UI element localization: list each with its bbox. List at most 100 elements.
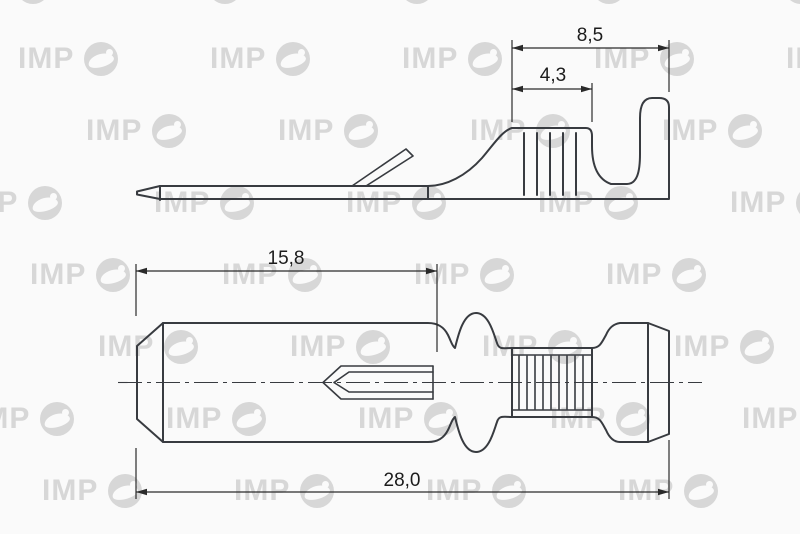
watermark-text: IMP <box>798 258 800 292</box>
imp-logo-icon <box>28 186 63 220</box>
watermark-text: IMP <box>470 114 527 147</box>
watermark-item: IMP <box>538 186 639 220</box>
imp-logo-icon <box>220 186 255 220</box>
watermark-item: IMP <box>166 402 267 436</box>
imp-logo-icon <box>784 0 800 4</box>
arrowhead <box>658 44 669 52</box>
imp-logo-icon <box>108 474 143 508</box>
side-view-outline <box>136 97 670 200</box>
arrowhead <box>426 267 437 275</box>
imp-logo-icon <box>208 0 243 4</box>
imp-logo-icon <box>84 42 119 76</box>
watermark-text: IMP <box>142 0 198 4</box>
arrowhead <box>512 85 523 93</box>
watermark-item: IMP <box>142 0 243 4</box>
watermark-text: IMP <box>538 186 595 219</box>
watermark-item: IMP <box>0 0 51 4</box>
watermark-text: IMP <box>18 42 75 75</box>
wire-crimp-serrations <box>523 132 577 196</box>
watermark-item: IMP <box>426 474 527 508</box>
imp-logo-icon <box>684 474 719 508</box>
imp-logo-icon <box>592 0 627 4</box>
watermark-item: IMP <box>414 258 515 292</box>
imp-logo-icon <box>288 258 323 292</box>
imp-logo-icon <box>480 258 515 292</box>
watermark-text: IMP <box>482 330 539 363</box>
watermark-text: IMP <box>98 330 155 363</box>
arrowhead <box>581 85 592 93</box>
imp-logo-icon <box>16 0 51 4</box>
watermark-item: IMP <box>234 474 335 508</box>
imp-logo-icon <box>40 402 75 436</box>
dim-label-crimp-total: 8,5 <box>577 25 603 46</box>
dimensions-top: 8,5 4,3 <box>511 25 670 122</box>
watermark-text: IMP <box>290 330 347 363</box>
watermark-text: IMP <box>674 330 731 363</box>
plan-view-outline <box>136 312 670 453</box>
watermark-item: IMP <box>618 474 719 508</box>
watermark-item: IMP <box>674 330 775 364</box>
watermark-item: IMP <box>742 402 800 436</box>
lance-cutout-inner <box>333 371 434 393</box>
watermark-item: IMP <box>0 402 75 436</box>
watermark-text: IMP <box>154 186 211 219</box>
watermark-item: IMP <box>798 258 800 292</box>
watermark-item: IMP <box>718 0 800 4</box>
lance-cutout-outer <box>322 365 434 400</box>
watermark-item: IMP <box>278 114 379 148</box>
watermark-item: IMP <box>98 330 199 364</box>
watermark-text: IMP <box>234 474 291 507</box>
watermark-text: IMP <box>278 114 335 147</box>
watermark-item: IMP <box>606 258 707 292</box>
watermark-item: IMP <box>18 42 119 76</box>
watermark-text: IMP <box>0 186 19 219</box>
imp-logo-icon <box>344 114 379 148</box>
imp-logo-icon <box>728 114 763 148</box>
watermark-item: IMP <box>346 186 447 220</box>
arrowhead <box>512 44 523 52</box>
watermark-item: IMP <box>402 42 503 76</box>
watermark-text: IMP <box>346 186 403 219</box>
watermark-item: IMP <box>154 186 255 220</box>
watermark-item: IMP <box>662 114 763 148</box>
watermark-text: IMP <box>402 42 459 75</box>
watermark-text: IMP <box>742 402 799 435</box>
watermark-text: IMP <box>358 402 415 435</box>
watermark-text: IMP <box>166 402 223 435</box>
dimensions-bottom: 15,8 28,0 <box>135 248 670 499</box>
imp-logo-icon <box>356 330 391 364</box>
watermark-item: IMP <box>42 474 143 508</box>
watermark-text: IMP <box>786 42 800 75</box>
imp-logo-icon <box>536 114 571 148</box>
watermark-item: IMP <box>30 258 131 292</box>
watermark-text: IMP <box>606 258 663 291</box>
arrowhead <box>136 267 147 275</box>
watermark-item: IMP <box>0 186 63 220</box>
imp-logo-icon <box>232 402 267 436</box>
arrowhead <box>658 488 669 496</box>
watermark-item: IMP <box>334 0 435 4</box>
imp-logo-icon <box>276 42 311 76</box>
watermark-item: IMP <box>470 114 571 148</box>
watermark-item: IMP <box>730 186 800 220</box>
watermark-text: IMP <box>86 114 143 147</box>
watermark-item: IMP <box>210 42 311 76</box>
wire-crimp-hatching <box>518 355 584 410</box>
plan-view <box>118 312 702 453</box>
imp-logo-icon <box>96 258 131 292</box>
imp-logo-icon <box>300 474 335 508</box>
watermark-item: IMP <box>358 402 459 436</box>
imp-logo-icon <box>616 402 651 436</box>
watermark-text: IMP <box>718 0 774 4</box>
imp-logo-icon <box>796 186 800 220</box>
arrowhead <box>136 488 147 496</box>
imp-logo-icon <box>152 114 187 148</box>
dim-label-wire-crimp: 4,3 <box>540 65 566 86</box>
watermark-text: IMP <box>30 258 87 291</box>
imp-logo-icon <box>740 330 775 364</box>
watermark-text: IMP <box>42 474 99 507</box>
watermark-item: IMP <box>86 114 187 148</box>
